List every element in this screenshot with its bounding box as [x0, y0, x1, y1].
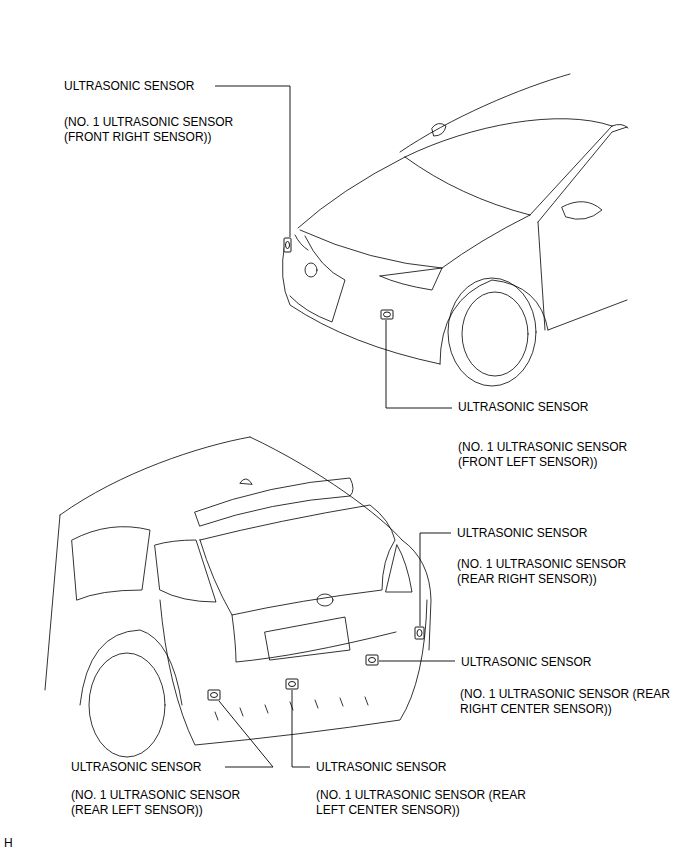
- sensor-symbols: [208, 238, 424, 700]
- part-name: ULTRASONIC SENSOR: [64, 79, 194, 94]
- part-name: ULTRASONIC SENSOR: [457, 526, 587, 541]
- part-name: ULTRASONIC SENSOR: [461, 655, 591, 670]
- part-description: (NO. 1 ULTRASONIC SENSOR (REAR LEFT CENT…: [316, 788, 536, 818]
- figure-id: H: [4, 836, 13, 851]
- part-name: ULTRASONIC SENSOR: [458, 400, 588, 415]
- part-name: ULTRASONIC SENSOR: [71, 760, 201, 775]
- part-description: (NO. 1 ULTRASONIC SENSOR (REAR RIGHT SEN…: [457, 557, 647, 587]
- part-description: (NO. 1 ULTRASONIC SENSOR (REAR LEFT SENS…: [71, 788, 261, 818]
- front-car: [282, 74, 628, 386]
- rear-car: [45, 437, 431, 757]
- leader-lines: [215, 86, 455, 767]
- part-name: ULTRASONIC SENSOR: [316, 760, 446, 775]
- part-description: (NO. 1 ULTRASONIC SENSOR (FRONT LEFT SEN…: [458, 440, 648, 470]
- part-description: (NO. 1 ULTRASONIC SENSOR (FRONT RIGHT SE…: [64, 115, 254, 145]
- part-description: (NO. 1 ULTRASONIC SENSOR (REAR RIGHT CEN…: [460, 687, 680, 717]
